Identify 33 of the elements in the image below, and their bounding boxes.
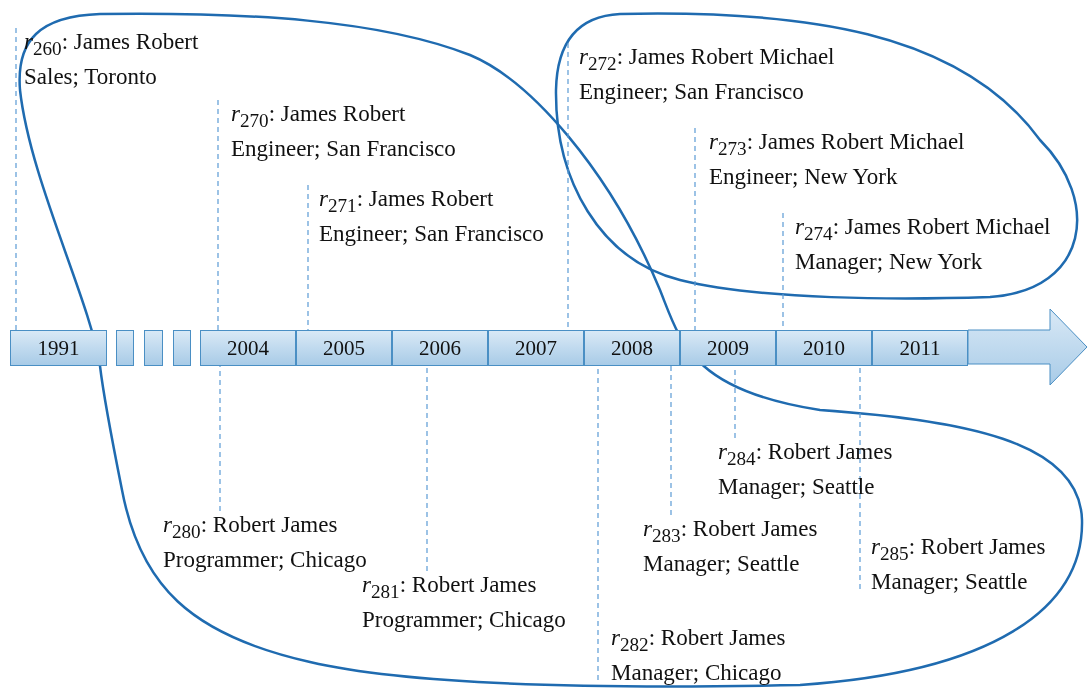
leader-line <box>694 127 696 331</box>
record-name: r$_{270}$: James Robert <box>231 100 407 133</box>
leader-line <box>859 365 861 590</box>
record-details: Manager; New York <box>795 247 984 276</box>
record-name: r$_{274}$: James Robert Michael <box>795 213 1051 246</box>
record-details: Engineer; San Francisco <box>319 219 544 248</box>
record-details: Manager; Chicago <box>611 658 783 687</box>
record-name: r$_{280}$: Robert James <box>163 511 339 544</box>
record-details: Engineer; New York <box>709 162 899 191</box>
record-name: r$_{281}$: Robert James <box>362 572 538 604</box>
year-cell: 1991 <box>10 330 107 366</box>
record-details: Manager; Seattle <box>718 472 876 501</box>
record-details: Manager; Seattle <box>643 549 801 578</box>
record-details: Engineer; San Francisco <box>231 134 456 163</box>
leader-line <box>15 27 17 331</box>
record-details: Sales; Toronto <box>24 62 158 91</box>
leader-line <box>426 365 428 572</box>
record-name: r$_{273}$: James Robert Michael <box>709 128 965 161</box>
record-name: r$_{285}$: Robert James <box>871 533 1046 566</box>
record-name: r$_{282}$: Robert James <box>611 624 786 657</box>
year-cell: 2011 <box>872 330 968 366</box>
leader-line <box>217 99 219 331</box>
record-details: Programmer; Chicago <box>362 605 566 634</box>
record-name: r$_{271}$: James Robert <box>319 185 495 218</box>
record-name: r$_{283}$: Robert James <box>643 515 818 548</box>
record-name: r$_{272}$: James Robert Michael <box>579 43 835 76</box>
year-cell: 2010 <box>776 330 872 366</box>
year-cell: 2009 <box>680 330 776 366</box>
leader-line <box>670 365 672 516</box>
record-details: Engineer; San Francisco <box>579 77 805 106</box>
record-details: Programmer; Chicago <box>163 545 367 574</box>
record-details: Manager; Seattle <box>871 567 1029 596</box>
record-name: r$_{284}$: Robert James <box>718 438 893 471</box>
